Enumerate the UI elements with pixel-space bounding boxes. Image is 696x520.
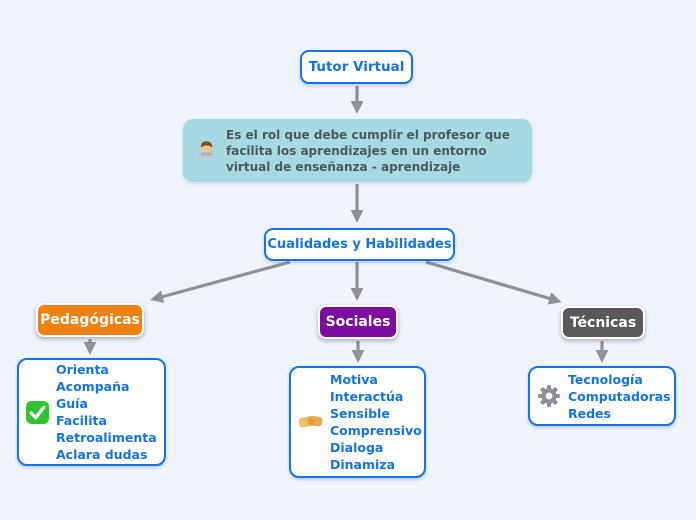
list-item: Retroalimenta xyxy=(56,430,157,445)
tecnicas-items-text: Tecnología Computadoras Redes xyxy=(568,371,671,422)
list-item: Computadoras xyxy=(568,388,671,404)
list-item: Orienta xyxy=(56,362,109,377)
list-item: Dialoga xyxy=(330,440,384,455)
node-sociales[interactable]: Sociales xyxy=(318,305,398,339)
node-tecnicas-items[interactable]: Tecnología Computadoras Redes xyxy=(528,366,676,426)
node-sociales-items[interactable]: Motiva Interactúa Sensible Comprensivo D… xyxy=(289,366,426,478)
list-item: Acompaña xyxy=(56,379,130,394)
gear-icon xyxy=(536,383,562,409)
node-sociales-label: Sociales xyxy=(325,314,391,330)
pedagogicas-items-text: Orienta Acompaña Guía Facilita Retroalim… xyxy=(56,361,157,463)
list-item: Dinamiza xyxy=(330,457,396,472)
connector-hub-to-pedagogicas xyxy=(150,260,291,303)
sociales-items-text: Motiva Interactúa Sensible Comprensivo D… xyxy=(330,371,422,473)
list-item: Motiva xyxy=(330,372,378,387)
node-pedagogicas[interactable]: Pedagógicas xyxy=(36,303,144,337)
node-tutor-virtual[interactable]: Tutor Virtual xyxy=(300,50,413,84)
description-line: facilita los aprendizajes en un entorno xyxy=(226,143,487,158)
list-item: Guía xyxy=(56,396,88,411)
node-pedagogicas-items[interactable]: Orienta Acompaña Guía Facilita Retroalim… xyxy=(17,358,166,466)
description-line: virtual de enseñanza - aprendizaje xyxy=(226,159,461,174)
node-tecnicas-label: Técnicas xyxy=(569,314,637,331)
list-item: Aclara dudas xyxy=(56,447,148,462)
list-item: Tecnología xyxy=(568,371,643,387)
check-icon xyxy=(25,400,50,425)
handshake-icon xyxy=(297,412,324,432)
list-item: Interactúa xyxy=(330,389,404,404)
node-tutor-virtual-label: Tutor Virtual xyxy=(308,59,405,75)
description-line: Es el rol que debe cumplir el profesor q… xyxy=(226,127,510,142)
list-item: Comprensivo xyxy=(330,423,422,438)
list-item: Facilita xyxy=(56,413,107,428)
technologist-icon xyxy=(195,139,218,162)
node-description[interactable]: Es el rol que debe cumplir el profesor q… xyxy=(183,119,532,182)
node-tecnicas[interactable]: Técnicas xyxy=(561,306,645,339)
node-pedagogicas-label: Pedagógicas xyxy=(40,312,140,328)
connector-hub-to-tecnicas xyxy=(425,260,562,305)
list-item: Redes xyxy=(568,405,611,421)
list-item: Sensible xyxy=(330,406,390,421)
node-cualidades-habilidades[interactable]: Cualidades y Habilidades xyxy=(264,228,455,261)
description-text: Es el rol que debe cumplir el profesor q… xyxy=(226,127,510,175)
node-cualidades-habilidades-label: Cualidades y Habilidades xyxy=(267,237,452,252)
